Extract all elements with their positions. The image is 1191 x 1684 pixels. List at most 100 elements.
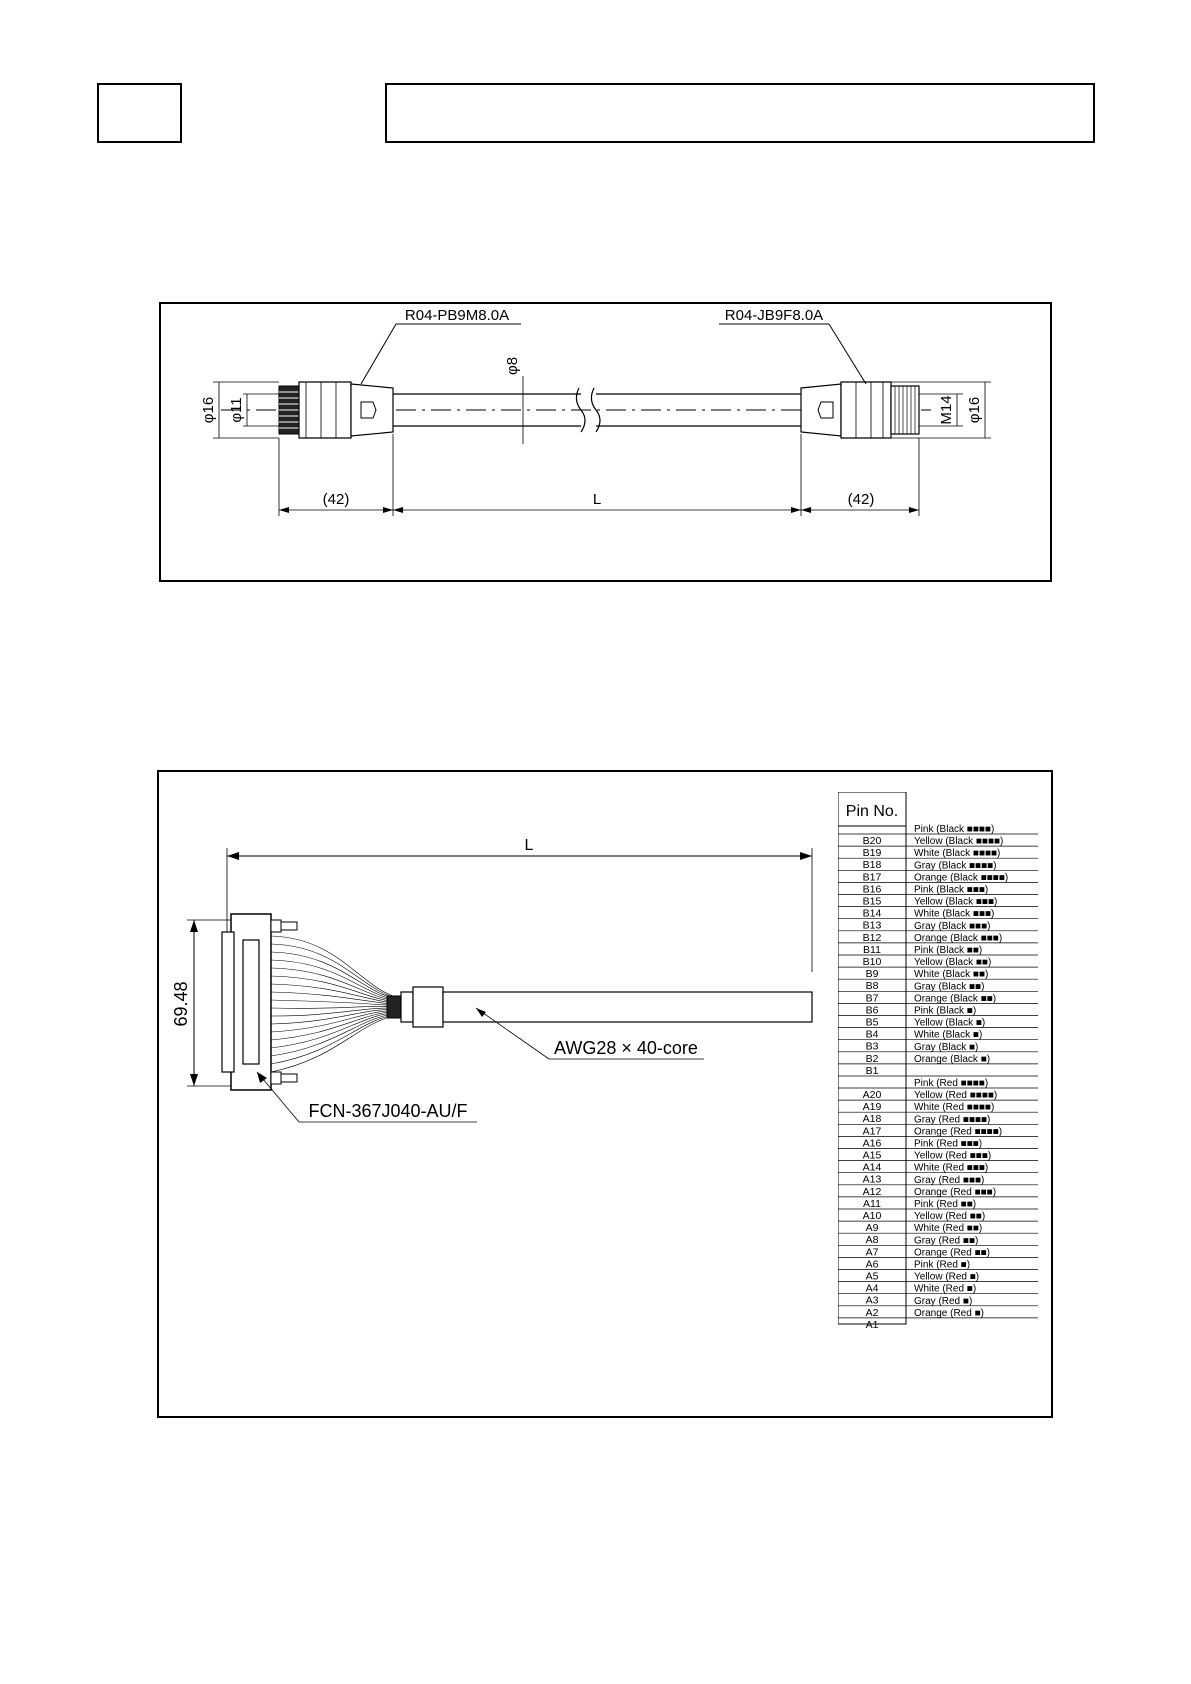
wire-color-label: Pink (Black ■■■) bbox=[914, 885, 988, 896]
pin-number: B13 bbox=[863, 920, 882, 932]
pin-number: B4 bbox=[866, 1029, 879, 1041]
pin-number: B14 bbox=[863, 908, 882, 920]
wire-color-label: Orange (Black ■) bbox=[914, 1054, 990, 1065]
connector-left-label: R04-PB9M8.0A bbox=[405, 307, 509, 324]
wire-color-label: White (Black ■■) bbox=[914, 969, 988, 980]
pin-number: B18 bbox=[863, 859, 882, 871]
pin-number: A5 bbox=[866, 1271, 879, 1283]
wire-color-label: Gray (Black ■■■■) bbox=[914, 860, 997, 871]
wire-color-label: Gray (Red ■■) bbox=[914, 1235, 978, 1246]
pin-number: B9 bbox=[866, 968, 879, 980]
wire-color-label: Yellow (Black ■) bbox=[914, 1018, 985, 1029]
wire-color-label: Yellow (Black ■■■) bbox=[914, 897, 997, 908]
wire-color-label: Pink (Black ■■■■) bbox=[914, 824, 994, 835]
pin-number: A1 bbox=[866, 1319, 879, 1331]
pin-number: B8 bbox=[866, 980, 879, 992]
wire-color-label: White (Black ■■■) bbox=[914, 909, 994, 920]
pin-number: A9 bbox=[866, 1222, 879, 1234]
figure2-frame: L 69.48 bbox=[157, 770, 1053, 1418]
pin-number: A2 bbox=[866, 1307, 879, 1319]
dim-left-length: (42) bbox=[323, 491, 350, 508]
wire-color-label: Gray (Red ■) bbox=[914, 1296, 972, 1307]
pin-number: B5 bbox=[866, 1017, 879, 1029]
pin-number: B7 bbox=[866, 992, 879, 1004]
dim-phi16-right: φ16 bbox=[966, 397, 983, 423]
fig2-length-label: L bbox=[525, 837, 534, 854]
wire-color-label: White (Red ■) bbox=[914, 1284, 976, 1295]
dim-phi11: φ11 bbox=[228, 397, 245, 422]
pin-number: B3 bbox=[866, 1041, 879, 1053]
wire-color-label: Yellow (Red ■■■■) bbox=[914, 1090, 997, 1101]
wire-color-label: Yellow (Red ■) bbox=[914, 1272, 979, 1283]
pin-number: B12 bbox=[863, 932, 882, 944]
pin-number: A13 bbox=[863, 1174, 882, 1186]
wire-color-label: Orange (Red ■■■) bbox=[914, 1187, 996, 1198]
wire-color-label: Yellow (Red ■■) bbox=[914, 1211, 985, 1222]
wire-color-label: White (Black ■) bbox=[914, 1030, 982, 1041]
pin-number: A4 bbox=[866, 1283, 879, 1295]
pin-number: A20 bbox=[863, 1089, 882, 1101]
wire-color-label: Orange (Red ■) bbox=[914, 1308, 984, 1319]
pin-number: A17 bbox=[863, 1125, 882, 1137]
wire-color-label: Gray (Black ■■■) bbox=[914, 921, 990, 932]
pin-number: B10 bbox=[863, 956, 882, 968]
pin-number: B6 bbox=[866, 1004, 879, 1016]
pin-number: A16 bbox=[863, 1137, 882, 1149]
wire-color-label: Orange (Red ■■■■) bbox=[914, 1126, 1002, 1137]
pin-number: A19 bbox=[863, 1101, 882, 1113]
pin-number: A6 bbox=[866, 1258, 879, 1270]
pin-number: B15 bbox=[863, 896, 882, 908]
wire-color-label: Gray (Black ■) bbox=[914, 1042, 978, 1053]
pin-number: B20 bbox=[863, 835, 882, 847]
wire-color-label: Pink (Black ■) bbox=[914, 1006, 976, 1017]
wire-color-label: Pink (Red ■■■) bbox=[914, 1139, 982, 1150]
pin-number: A7 bbox=[866, 1246, 879, 1258]
wire-color-label: Orange (Black ■■) bbox=[914, 993, 996, 1004]
pin-number: A11 bbox=[863, 1198, 881, 1210]
pin-number: B17 bbox=[863, 871, 882, 883]
section-title-box bbox=[385, 83, 1095, 143]
pin-number: A15 bbox=[863, 1150, 882, 1162]
pin-number: A8 bbox=[866, 1234, 879, 1246]
figure1-frame: R04-PB9M8.0A R04-JB9F8.0A (42) L (42) φ1… bbox=[159, 302, 1052, 582]
pin-number: B19 bbox=[863, 847, 882, 859]
wire-color-label: Yellow (Red ■■■) bbox=[914, 1151, 991, 1162]
wire-color-label: White (Black ■■■■) bbox=[914, 848, 1000, 859]
pin-number: A3 bbox=[866, 1295, 879, 1307]
pin-header: Pin No. bbox=[846, 803, 898, 820]
pin-number: A14 bbox=[863, 1162, 882, 1174]
pin-number: A12 bbox=[863, 1186, 882, 1198]
dim-right-length: (42) bbox=[848, 491, 875, 508]
wire-color-label: Pink (Red ■■■■) bbox=[914, 1078, 988, 1089]
pin-number: B1 bbox=[866, 1065, 879, 1077]
wire-color-label: Orange (Black ■■■) bbox=[914, 933, 1002, 944]
wire-color-label: Gray (Black ■■) bbox=[914, 981, 984, 992]
wire-color-label: White (Red ■■) bbox=[914, 1223, 982, 1234]
section-number-box bbox=[97, 83, 182, 143]
pin-number: A18 bbox=[863, 1113, 882, 1125]
wire-color-label: Yellow (Black ■■■■) bbox=[914, 836, 1003, 847]
wire-color-label: Orange (Black ■■■■) bbox=[914, 872, 1008, 883]
cable-spec-label: AWG28 × 40-core bbox=[554, 1038, 698, 1058]
dim-phi16-left: φ16 bbox=[200, 397, 217, 423]
pin-number: B2 bbox=[866, 1053, 879, 1065]
wire-color-label: White (Red ■■■■) bbox=[914, 1102, 994, 1113]
pin-number: B16 bbox=[863, 883, 882, 895]
dim-m14: M14 bbox=[938, 395, 955, 424]
cable-drawing-1: R04-PB9M8.0A R04-JB9F8.0A (42) L (42) φ1… bbox=[200, 307, 991, 516]
wire-color-label: Yellow (Black ■■) bbox=[914, 957, 991, 968]
fig2-height-label: 69.48 bbox=[171, 981, 191, 1026]
wire-color-label: Pink (Red ■■) bbox=[914, 1199, 976, 1210]
wire-color-label: Orange (Red ■■) bbox=[914, 1247, 990, 1258]
pin-rows: Pink (Black ■■■■) B20 Yellow (Black ■■■■) B… bbox=[838, 824, 1038, 1331]
pin-number: B11 bbox=[863, 944, 881, 956]
dim-mid-length: L bbox=[593, 491, 601, 508]
connector-part-label: FCN-367J040-AU/F bbox=[308, 1101, 467, 1121]
wire-color-label: Gray (Red ■■■■) bbox=[914, 1114, 990, 1125]
dim-phi8: φ8 bbox=[504, 357, 521, 375]
wire-color-label: Pink (Red ■) bbox=[914, 1260, 970, 1271]
wire-color-label: White (Red ■■■) bbox=[914, 1163, 988, 1174]
cable-drawing-2: L 69.48 bbox=[171, 837, 813, 1123]
pin-number: A10 bbox=[863, 1210, 882, 1222]
